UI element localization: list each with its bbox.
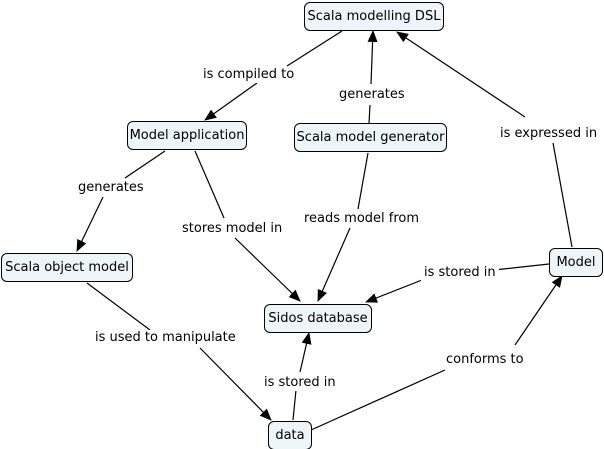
link-label-is-used-to-manipulate: is used to manipulate — [92, 330, 239, 346]
edge-dsl-to-app-head — [204, 82, 258, 121]
link-label-model-is-stored-in: is stored in — [421, 265, 499, 281]
edge-data-to-sidos-tail — [292, 389, 297, 421]
node-model-application[interactable]: Model application — [127, 121, 247, 150]
edge-model-to-dsl-tail — [552, 142, 573, 248]
edge-generator-to-sidos-head — [317, 227, 351, 302]
edge-model-to-sidos-tail — [493, 263, 550, 271]
edge-generator-to-dsl-head — [367, 30, 378, 85]
edge-app-to-sidos-head — [234, 237, 301, 302]
node-model[interactable]: Model — [549, 248, 603, 277]
link-label-reads-model-from: reads model from — [301, 211, 423, 227]
edge-generator-to-dsl-tail — [368, 104, 371, 124]
link-label-generates-object-model: generates — [75, 180, 147, 196]
node-sidos-database[interactable]: Sidos database — [264, 304, 372, 333]
edge-dsl-to-app-tail — [286, 30, 343, 67]
node-scala-object-model[interactable]: Scala object model — [1, 253, 133, 282]
edge-app-to-object-head — [76, 196, 104, 252]
link-label-conforms-to: conforms to — [443, 352, 527, 368]
edge-app-to-object-tail — [124, 150, 166, 179]
link-label-is-compiled-to: is compiled to — [200, 67, 298, 83]
edge-generator-to-sidos-tail — [357, 152, 369, 210]
node-data[interactable]: data — [268, 421, 312, 449]
edge-app-to-sidos-tail — [194, 150, 225, 219]
edge-object-to-data-tail — [86, 282, 151, 331]
link-label-generates-dsl: generates — [336, 87, 408, 103]
edge-model-to-dsl-head — [396, 31, 526, 118]
edge-data-to-model-tail — [310, 369, 446, 431]
node-scala-modelling-dsl[interactable]: Scala modelling DSL — [304, 2, 444, 31]
link-label-is-expressed-in: is expressed in — [497, 126, 601, 142]
node-scala-model-generator[interactable]: Scala model generator — [294, 123, 447, 152]
edge-data-to-model-head — [514, 275, 563, 346]
link-label-data-is-stored-in: is stored in — [261, 375, 339, 391]
edge-data-to-sidos-head — [299, 332, 312, 373]
link-label-stores-model-in: stores model in — [179, 221, 286, 237]
edge-model-to-sidos-head — [365, 279, 423, 303]
edge-object-to-data-head — [199, 347, 272, 421]
